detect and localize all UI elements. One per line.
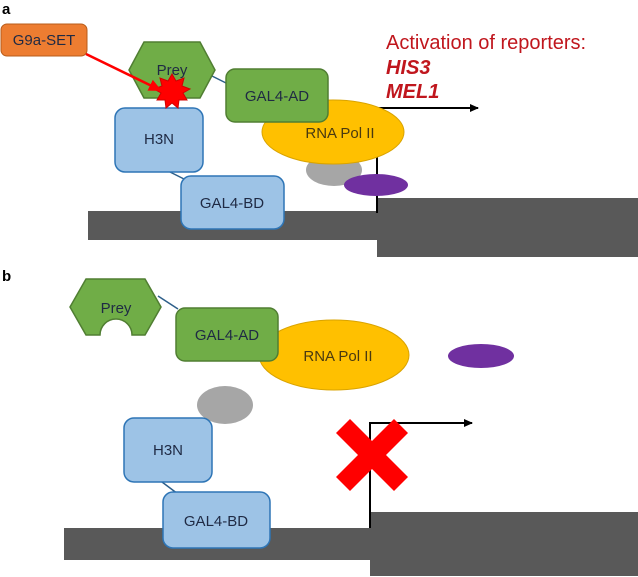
panel-a: a RNA Pol II GAL4-BD H3N bbox=[0, 1, 638, 257]
linker-prey-ad-b bbox=[157, 295, 179, 310]
purple-factor-a bbox=[344, 174, 408, 196]
reporter-gene-1: HIS3 bbox=[386, 57, 430, 79]
activation-title: Activation of reporters: bbox=[386, 32, 586, 54]
prey-b: Prey bbox=[69, 278, 162, 336]
gal4-bd-a: GAL4-BD bbox=[180, 175, 285, 230]
h3n-label: H3N bbox=[153, 442, 183, 459]
dna-b bbox=[64, 512, 638, 576]
gal4-bd-label: GAL4-BD bbox=[200, 195, 264, 212]
prey-label: Prey bbox=[157, 62, 188, 79]
g9a-set-label: G9a-SET bbox=[13, 32, 76, 49]
rna-pol-ii-b: RNA Pol II bbox=[258, 319, 410, 391]
dna-segment-reporter-b bbox=[370, 512, 638, 576]
methylation-arrow bbox=[85, 52, 162, 92]
purple-factor-b bbox=[448, 344, 514, 368]
g9a-set-enzyme: G9a-SET bbox=[0, 23, 88, 57]
dna-segment-reporter bbox=[377, 198, 638, 257]
no-activation-x-icon bbox=[336, 419, 408, 491]
reporter-gene-2: MEL1 bbox=[386, 81, 439, 103]
gal4-ad-label: GAL4-AD bbox=[195, 327, 259, 344]
gray-factor-b bbox=[197, 386, 253, 424]
gal4-ad-label: GAL4-AD bbox=[245, 88, 309, 105]
prey-label: Prey bbox=[101, 300, 132, 317]
rna-pol-ii-label: RNA Pol II bbox=[305, 125, 374, 142]
promoter-arrow-b bbox=[369, 419, 473, 528]
h3n-label: H3N bbox=[144, 131, 174, 148]
panel-b-letter: b bbox=[2, 268, 11, 285]
panel-a-letter: a bbox=[2, 1, 11, 18]
h3n-b: H3N bbox=[123, 417, 213, 483]
h3n-a: H3N bbox=[114, 107, 204, 173]
gal4-bd-b: GAL4-BD bbox=[162, 491, 271, 549]
gal4-ad-b: GAL4-AD bbox=[175, 307, 279, 362]
dna-a bbox=[88, 198, 638, 257]
rna-pol-ii-label: RNA Pol II bbox=[303, 348, 372, 365]
gal4-bd-label: GAL4-BD bbox=[184, 513, 248, 530]
methylation-mark-icon bbox=[152, 72, 192, 109]
panel-b: b RNA Pol II H3N GAL4-BD bbox=[2, 268, 638, 576]
gal4-ad-a: GAL4-AD bbox=[225, 68, 329, 123]
